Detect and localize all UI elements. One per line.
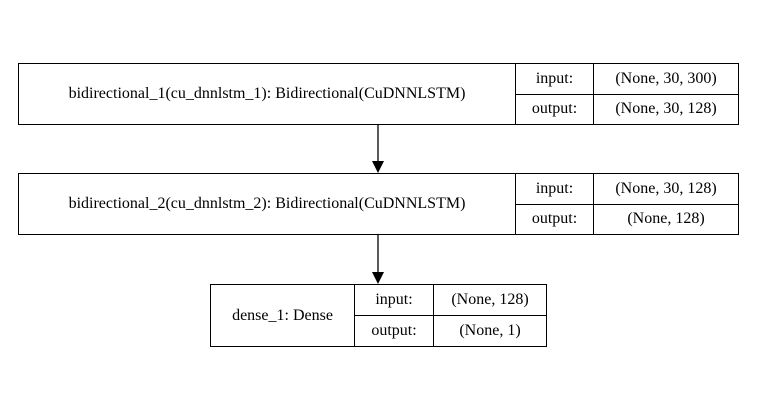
input-shape: (None, 30, 128) — [594, 174, 738, 205]
input-label: input: — [355, 285, 433, 316]
edge-arrowhead-1-to-2 — [372, 161, 384, 173]
output-label: output: — [371, 322, 417, 339]
io-shapes: (None, 30, 128) (None, 128) — [594, 174, 738, 234]
edge-arrowhead-2-to-3 — [372, 272, 384, 284]
input-shape: (None, 30, 300) — [594, 64, 738, 95]
input-label: input: — [516, 174, 593, 205]
layer-node-bidirectional-2: bidirectional_2(cu_dnnlstm_2): Bidirecti… — [18, 173, 739, 235]
layer-node-dense-1: dense_1: Dense input: output: (None, 128… — [210, 284, 547, 347]
layer-name: bidirectional_1(cu_dnnlstm_1): Bidirecti… — [19, 64, 516, 124]
io-labels: input: output: — [516, 64, 594, 124]
output-shape: (None, 128) — [627, 210, 705, 228]
layer-name: bidirectional_2(cu_dnnlstm_2): Bidirecti… — [19, 174, 516, 234]
io-labels: input: output: — [355, 285, 434, 346]
layer-node-bidirectional-1: bidirectional_1(cu_dnnlstm_1): Bidirecti… — [18, 63, 739, 125]
output-shape: (None, 1) — [459, 322, 521, 339]
io-shapes: (None, 128) (None, 1) — [434, 285, 546, 346]
layer-name: dense_1: Dense — [211, 285, 355, 346]
input-label: input: — [516, 64, 593, 95]
output-shape: (None, 30, 128) — [615, 100, 717, 118]
output-label: output: — [531, 210, 578, 228]
io-shapes: (None, 30, 300) (None, 30, 128) — [594, 64, 738, 124]
output-label: output: — [531, 100, 578, 118]
input-shape: (None, 128) — [434, 285, 546, 316]
io-labels: input: output: — [516, 174, 594, 234]
